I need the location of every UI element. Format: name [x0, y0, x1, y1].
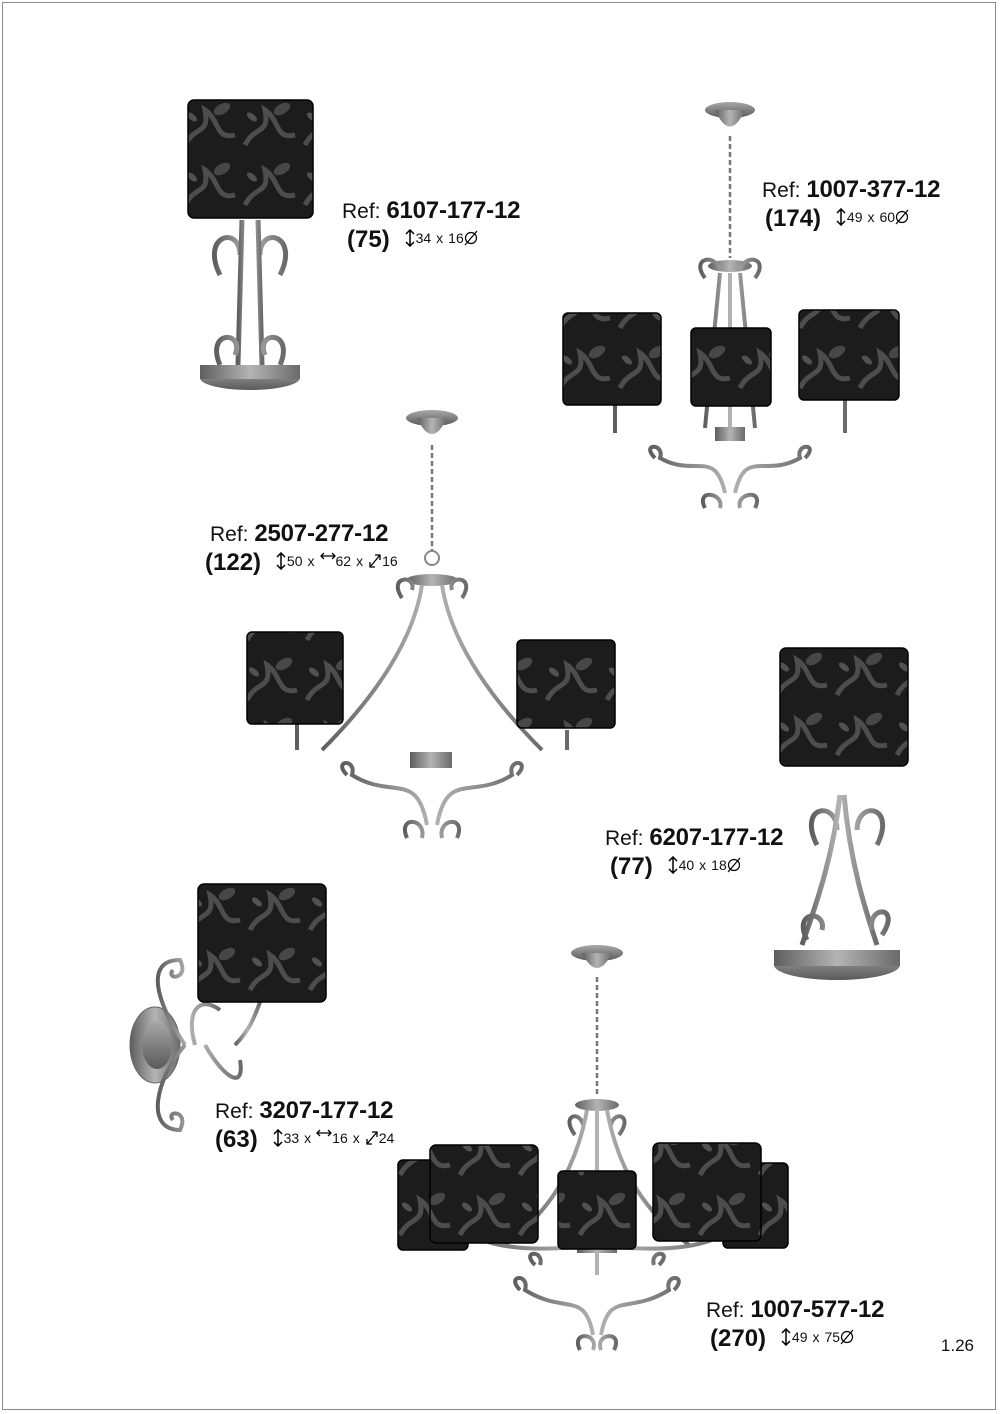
height-arrow-icon — [272, 1128, 284, 1148]
diameter-value: 60 — [879, 209, 896, 225]
ref-prefix: Ref: — [342, 200, 381, 223]
product-label-3207: Ref: 3207-177-12 (63) 33 x 16 x 24 — [215, 1099, 394, 1152]
height-arrow-icon — [780, 1327, 792, 1347]
dimension-separator: x — [307, 553, 315, 569]
dimension-separator: x — [436, 230, 444, 246]
dimension-separator: x — [699, 857, 707, 873]
depth-arrow-icon — [368, 552, 382, 570]
height-value: 34 — [415, 230, 432, 246]
width-arrow-icon — [316, 1129, 333, 1147]
dimension-separator: x — [304, 1130, 312, 1146]
diameter-icon — [464, 229, 478, 247]
ref-code: 3207-177-12 — [259, 1097, 394, 1124]
product-label-1007-377: Ref: 1007-377-12 (174) 49 x 60 — [762, 178, 940, 231]
price: (77) — [610, 853, 653, 880]
height-arrow-icon — [835, 207, 847, 227]
price: (174) — [765, 205, 822, 232]
diameter-icon — [840, 1328, 854, 1346]
chandelier-1007-377-image — [555, 98, 905, 523]
height-value: 40 — [678, 857, 695, 873]
height-value: 33 — [283, 1130, 300, 1146]
ref-prefix: Ref: — [706, 1299, 745, 1322]
width-value: 62 — [335, 553, 352, 569]
dimension-separator: x — [352, 1130, 360, 1146]
ref-code: 1007-377-12 — [806, 176, 941, 203]
price: (270) — [710, 1325, 767, 1352]
ref-code: 6207-177-12 — [649, 824, 784, 851]
ref-prefix: Ref: — [605, 827, 644, 850]
table-lamp-6207-image — [772, 645, 912, 990]
table-lamp-6107-image — [180, 95, 320, 405]
page-number: 1.26 — [940, 1336, 974, 1355]
dimension-separator: x — [356, 553, 364, 569]
dimension-separator: x — [867, 209, 875, 225]
ref-code: 1007-577-12 — [750, 1296, 885, 1323]
ref-prefix: Ref: — [210, 523, 249, 546]
width-value: 16 — [332, 1130, 348, 1146]
height-arrow-icon — [275, 551, 287, 571]
diameter-icon — [727, 856, 741, 874]
height-arrow-icon — [667, 855, 679, 875]
product-label-6107: Ref: 6107-177-12 (75) 34 x 16 — [342, 199, 520, 252]
width-arrow-icon — [319, 552, 336, 570]
product-label-6207: Ref: 6207-177-12 (77) 40 x 18 — [605, 826, 783, 879]
ref-prefix: Ref: — [215, 1100, 254, 1123]
ref-code: 2507-277-12 — [254, 520, 389, 547]
diameter-value: 18 — [711, 857, 727, 873]
diameter-value: 75 — [824, 1329, 841, 1345]
dimension-separator: x — [812, 1329, 820, 1345]
depth-value: 16 — [382, 553, 398, 569]
price: (63) — [215, 1126, 258, 1153]
chandelier-2507-277-image — [242, 410, 622, 850]
chandelier-1007-577-image — [395, 945, 795, 1370]
wall-lamp-3207-image — [125, 880, 335, 1150]
height-value: 49 — [791, 1329, 808, 1345]
depth-value: 24 — [378, 1130, 395, 1146]
height-arrow-icon — [404, 228, 416, 248]
diameter-value: 16 — [448, 230, 464, 246]
height-value: 50 — [286, 553, 303, 569]
price: (122) — [205, 549, 262, 576]
diameter-icon — [895, 208, 909, 226]
ref-code: 6107-177-12 — [386, 197, 521, 224]
depth-arrow-icon — [365, 1129, 379, 1147]
height-value: 49 — [846, 209, 863, 225]
price: (75) — [347, 226, 390, 253]
product-label-2507-277: Ref: 2507-277-12 (122) 50 x 62 x 16 — [205, 520, 398, 575]
ref-prefix: Ref: — [762, 179, 801, 202]
product-label-1007-577: Ref: 1007-577-12 (270) 49 x 75 — [706, 1298, 884, 1351]
